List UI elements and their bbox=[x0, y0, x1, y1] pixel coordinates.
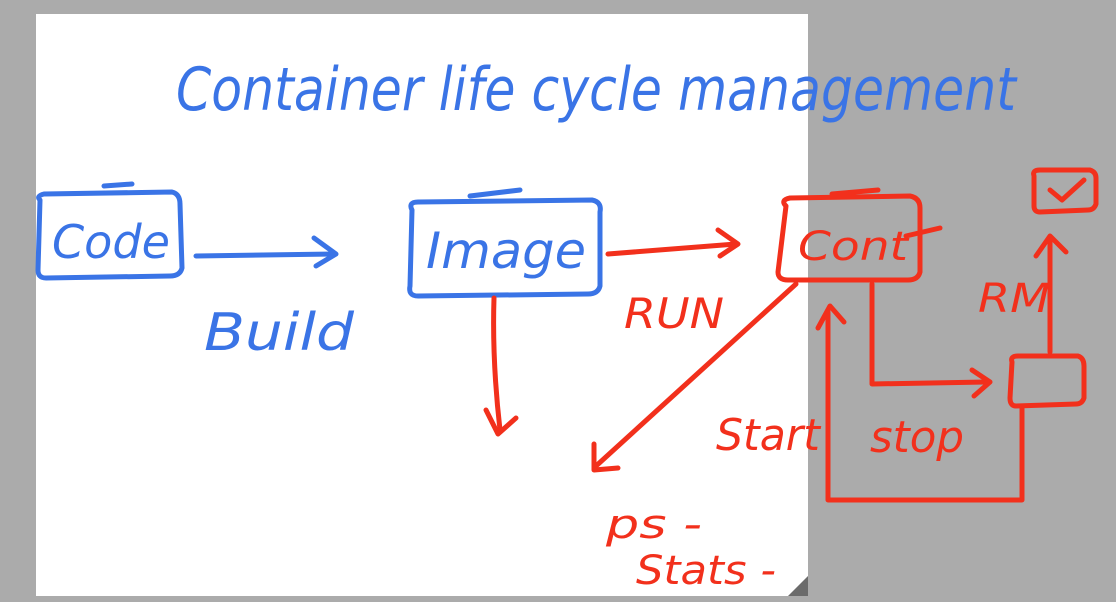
blue-ink-layer: Container life cycle management Code Bui… bbox=[35, 55, 1018, 363]
stop-label: stop bbox=[870, 412, 964, 463]
code-label: Code bbox=[52, 215, 170, 269]
removed-check-icon bbox=[1047, 177, 1087, 203]
ps-label: ps - bbox=[605, 502, 702, 548]
start-loop-arrowhead bbox=[815, 303, 847, 331]
inspect-arrowhead bbox=[591, 441, 621, 473]
rm-arrowhead bbox=[1033, 233, 1069, 259]
code-box-mark bbox=[101, 181, 135, 189]
diagram-title: Container life cycle management bbox=[176, 55, 1018, 125]
image-down-arrowhead bbox=[483, 407, 519, 437]
build-arrow bbox=[193, 251, 337, 259]
run-arrow bbox=[605, 241, 739, 257]
image-box bbox=[407, 197, 603, 299]
container-label: Cont bbox=[798, 224, 910, 270]
whiteboard-page bbox=[36, 14, 808, 596]
run-label: RUN bbox=[624, 289, 724, 338]
stats-label: Stats - bbox=[636, 548, 776, 594]
page-corner-fold bbox=[788, 576, 808, 596]
rm-label: RM bbox=[978, 276, 1050, 322]
build-label: Build bbox=[204, 303, 355, 363]
code-box bbox=[35, 189, 185, 281]
build-arrowhead bbox=[311, 235, 339, 269]
image-down-arrow bbox=[491, 295, 503, 433]
image-label: Image bbox=[426, 222, 586, 280]
stop-arrowhead bbox=[969, 367, 993, 399]
container-box bbox=[775, 193, 923, 283]
start-loop-arrow bbox=[825, 309, 1025, 503]
container-box-mark bbox=[829, 187, 881, 197]
stopped-container-box bbox=[1007, 353, 1087, 409]
inspect-arrow bbox=[593, 281, 799, 469]
removed-container-box bbox=[1031, 167, 1099, 215]
start-label: Start bbox=[716, 410, 822, 461]
red-ink-layer: RUN Cont ps - Stats - Start stop RM bbox=[483, 167, 1099, 594]
container-stroke-tail bbox=[903, 225, 943, 239]
image-box-mark bbox=[467, 187, 523, 199]
stop-arrow bbox=[869, 281, 989, 387]
run-arrowhead bbox=[715, 227, 741, 259]
